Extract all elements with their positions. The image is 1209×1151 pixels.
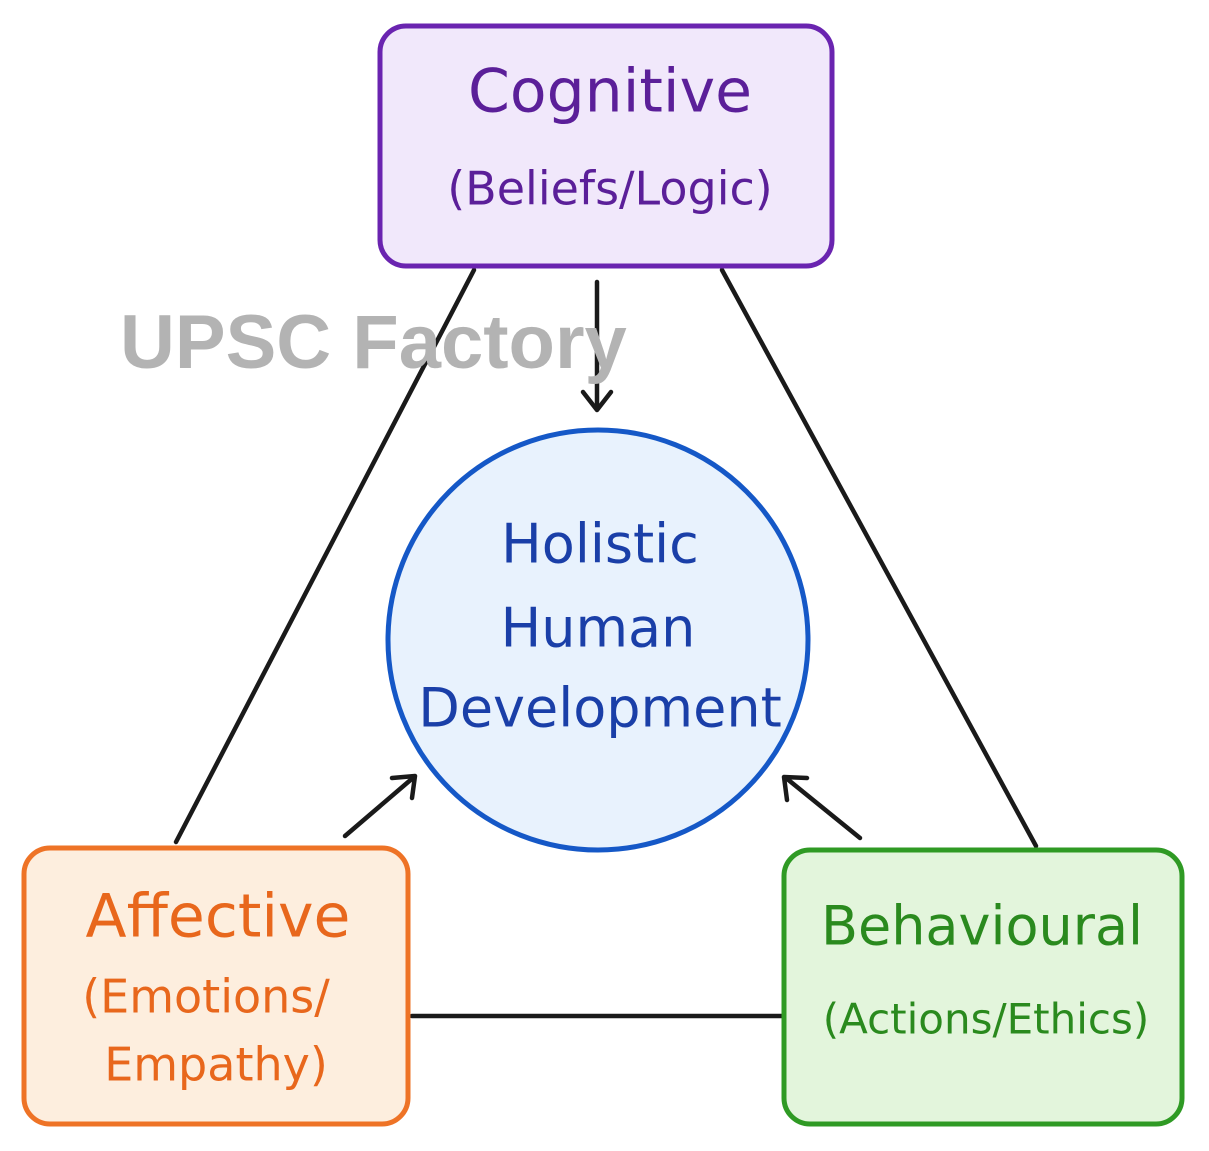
affective-title: Affective <box>86 882 351 952</box>
cognitive-title: Cognitive <box>468 57 752 127</box>
arrow-affective-to-center <box>342 773 418 839</box>
cognitive-box <box>377 23 835 269</box>
center-line-1: Holistic <box>501 513 699 576</box>
affective-node: Affective (Emotions/ Empathy) <box>21 845 411 1127</box>
affective-subtitle-line-1: (Emotions/ <box>82 970 330 1024</box>
behavioural-subtitle: (Actions/Ethics) <box>823 995 1150 1044</box>
center-node: Holistic Human Development <box>385 427 811 853</box>
connector-cognitive-affective <box>173 267 477 845</box>
affective-subtitle-line-2: Empathy) <box>104 1038 328 1092</box>
behavioural-box <box>781 847 1185 1127</box>
affective-box <box>21 845 411 1127</box>
watermark: UPSC Factory <box>120 300 627 385</box>
center-line-2: Human <box>501 597 696 660</box>
cognitive-subtitle: (Beliefs/Logic) <box>447 162 773 216</box>
center-line-3: Development <box>418 677 782 740</box>
arrow-behavioural-to-center <box>781 774 863 841</box>
arrow-cognitive-to-center <box>580 279 614 413</box>
behavioural-title: Behavioural <box>821 895 1143 958</box>
behavioural-node: Behavioural (Actions/Ethics) <box>781 847 1185 1127</box>
center-circle <box>385 427 811 853</box>
cognitive-node: Cognitive (Beliefs/Logic) <box>377 23 835 269</box>
connector-cognitive-behavioural <box>719 267 1039 849</box>
